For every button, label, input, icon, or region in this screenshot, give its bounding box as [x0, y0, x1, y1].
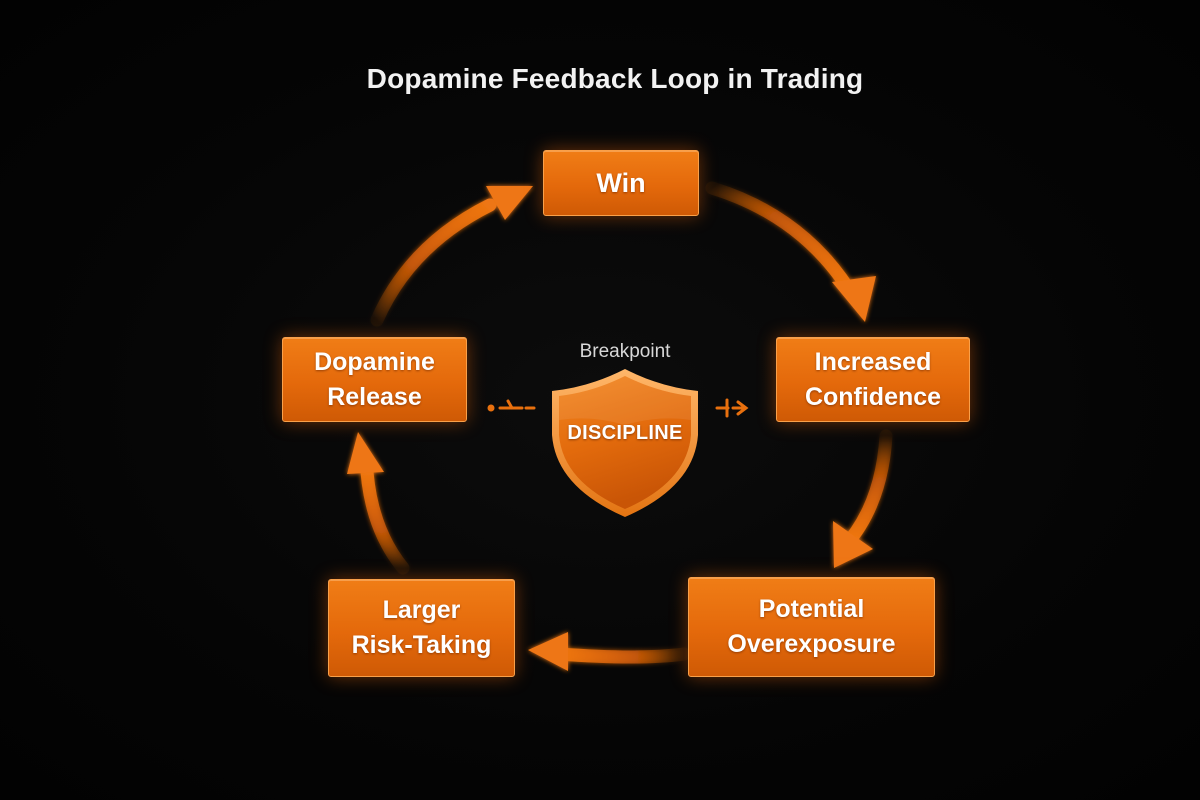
arrow-dopamine-to-win	[370, 186, 533, 327]
diagram-title: Dopamine Feedback Loop in Trading	[366, 63, 864, 94]
node-potential-overexposure: Potential Overexposure	[688, 577, 935, 677]
node-increased-confidence-line1: Increased	[814, 347, 932, 376]
shield-discipline-label: DISCIPLINE	[567, 422, 683, 444]
node-dopamine-release-line1: Dopamine	[314, 347, 435, 376]
broken-arrow-left-icon	[487, 399, 536, 412]
breakpoint-label: Breakpoint	[579, 341, 671, 362]
arrow-confidence-to-overexposure	[833, 429, 893, 568]
node-increased-confidence-line2: Confidence	[804, 382, 942, 411]
node-win: Win	[543, 150, 699, 216]
node-dopamine-release-line2: Release	[327, 382, 422, 411]
arrow-win-to-confidence	[705, 181, 876, 322]
node-potential-overexposure-line1: Potential	[758, 595, 865, 623]
arrow-risk-to-dopamine	[347, 432, 410, 575]
shield-icon	[552, 369, 698, 517]
node-larger-risk-taking: Larger Risk-Taking	[328, 579, 515, 677]
node-dopamine-release: Dopamine Release	[282, 337, 467, 422]
node-larger-risk-taking-line1: Larger	[382, 596, 461, 624]
node-win-label: Win	[596, 167, 646, 198]
arrow-overexposure-to-risk	[528, 632, 691, 671]
broken-arrow-right-icon	[715, 398, 749, 418]
node-potential-overexposure-line2: Overexposure	[727, 630, 896, 658]
node-larger-risk-taking-line2: Risk-Taking	[351, 631, 492, 659]
node-increased-confidence: Increased Confidence	[776, 337, 970, 422]
